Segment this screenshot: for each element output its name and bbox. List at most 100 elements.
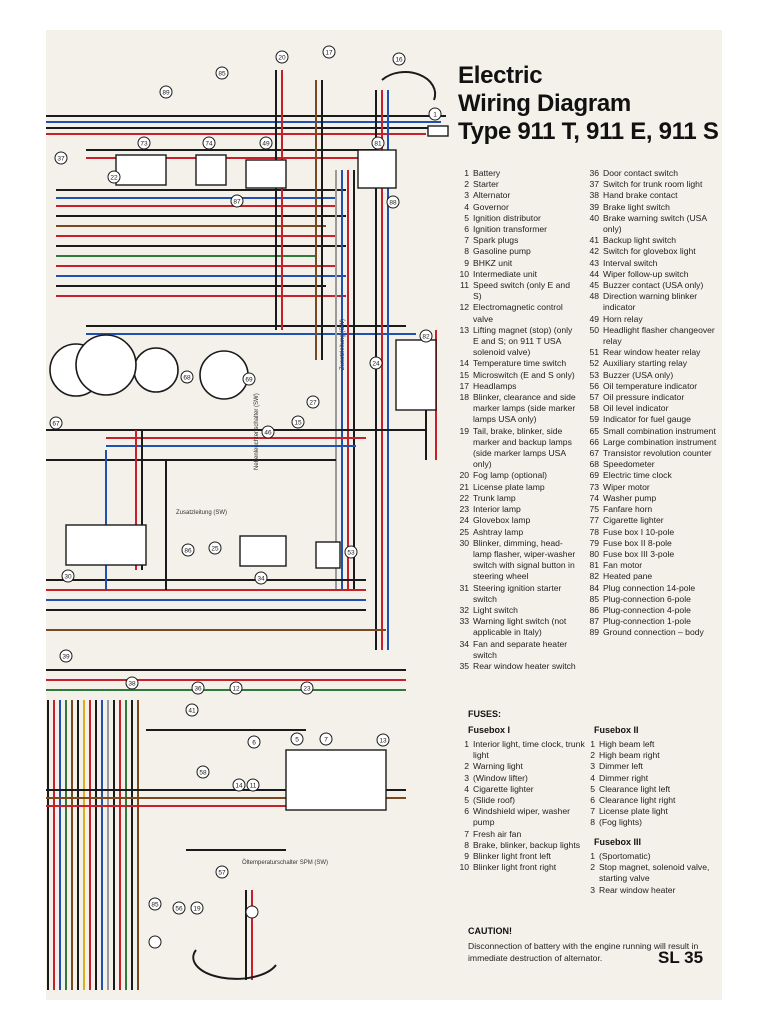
callout-number: 34	[257, 576, 265, 583]
legend-col1-item-label: Governor	[473, 201, 509, 212]
title-line-2: Wiring Diagram	[458, 90, 631, 117]
fusebox1-item-label: Windshield wiper, washer pump	[473, 806, 570, 828]
fusebox1-item-label: Interior light, time clock, trunk light	[473, 739, 585, 761]
callout-number: 82	[422, 334, 430, 341]
legend-col2-item-label: Wiper motor	[603, 481, 650, 492]
fusebox2-item-label: License plate light	[599, 806, 668, 817]
legend-col2-item-number: 82	[589, 571, 599, 582]
callout-number: 14	[235, 783, 243, 790]
fuses-heading: FUSES:	[468, 709, 502, 719]
legend-col2-item-label: Horn relay	[603, 313, 643, 324]
legend-col1-item-number: 35	[459, 660, 469, 671]
fusebox1-item-label: Warning light	[473, 761, 523, 772]
component-81	[357, 149, 397, 189]
legend-col2-item-label: Oil pressure indicator	[603, 392, 685, 403]
side-label-d: Öltemperaturschalter SPM (SW)	[242, 860, 329, 866]
fusebox3-item: 1(Sportomatic)	[576, 851, 716, 862]
callout-number: 58	[199, 770, 207, 777]
callout-number: 12	[232, 686, 240, 693]
callout-number: 6	[252, 740, 256, 747]
legend-col2-item-number: 81	[589, 560, 599, 571]
legend-col1-item-number: 8	[464, 246, 469, 257]
side-label-c: Zusatzleitung (SW)	[340, 318, 346, 370]
component-53	[315, 541, 341, 569]
legend-col2-item-number: 80	[589, 548, 599, 559]
legend-col1-item-label: Ignition transformer	[473, 224, 548, 235]
legend-col1-item-label: Ignition distributor	[473, 212, 541, 223]
legend-col2-item-label: Heated pane	[603, 571, 653, 582]
legend-col2-item: 44 Wiper follow-up switch	[580, 269, 720, 280]
legend-col1-item-label: Spark plugs	[473, 235, 519, 246]
fusebox1-item-number: 7	[464, 828, 469, 839]
legend-col2-item-number: 40	[589, 212, 599, 223]
legend-col2-item-label: Cigarette lighter	[603, 515, 664, 526]
fusebox1-item-number: 9	[464, 851, 469, 862]
legend-col2-item-label: Fuse box II 8-pole	[603, 537, 672, 548]
legend-col2-item-number: 79	[589, 537, 599, 548]
fusebox3-item-label: (Sportomatic)	[599, 851, 651, 861]
legend-col2-item-label: Wiper follow-up switch	[603, 268, 689, 279]
callout-number: 39	[62, 654, 70, 661]
legend-col1-item-label: Microswitch (E and S only)	[473, 369, 575, 380]
legend-col1-item: 11 Speed switch (only E and S)	[450, 280, 580, 302]
callout-number: 24	[372, 361, 380, 368]
callout-number: 1	[433, 112, 437, 119]
legend-col2-item-label: Switch for glovebox light	[603, 246, 696, 257]
legend-col1-item-number: 20	[459, 470, 469, 481]
legend-col2-item-number: 57	[589, 392, 599, 403]
legend-col1-item-number: 11	[460, 280, 469, 291]
fusebox2-item-number: 2	[590, 750, 595, 761]
legend-col2-item-number: 44	[589, 268, 599, 279]
callout-number: 27	[309, 400, 317, 407]
fusebox2-item-label: Clearance light right	[599, 795, 676, 806]
callout-number: 20	[278, 55, 286, 62]
legend-col2-item-label: Oil level indicator	[603, 403, 669, 414]
legend-col2-item-number: 86	[589, 604, 599, 615]
callout-number: 37	[57, 156, 65, 163]
legend-col2-item-label: Fuse box I 10-pole	[603, 526, 675, 537]
legend-col1-item-label: Interior lamp	[473, 504, 521, 515]
legend-col2-item-label: Hand brake contact	[603, 190, 678, 201]
callout-number: 74	[205, 141, 213, 148]
legend-col2-item-number: 38	[589, 190, 599, 201]
caution-text: Disconnection of battery with the engine…	[468, 941, 699, 963]
legend-col1-item-label: Rear window heater switch	[473, 660, 576, 671]
legend-col1-item: 35 Rear window heater switch	[450, 661, 580, 672]
legend-col1-item-label: BHKZ unit	[473, 257, 513, 268]
legend-col1-item-number: 12	[459, 302, 469, 313]
legend-col1-item-label: Steering ignition starter switch	[473, 582, 562, 604]
fusebox1-item: 3(Window lifter)	[450, 773, 590, 784]
legend-col2-item-label: Backup light switch	[603, 235, 677, 246]
legend-col2-item-number: 43	[589, 257, 599, 268]
legend-col1-item-label: Speed switch (only E and S)	[473, 280, 570, 302]
callout-number: 22	[110, 175, 118, 182]
legend-col2-item-label: Brake light switch	[603, 201, 670, 212]
legend-col2-item-number: 73	[589, 481, 599, 492]
component-73	[115, 154, 167, 186]
callout-number: 87	[233, 199, 241, 206]
component-49	[245, 159, 287, 189]
gauge-68	[199, 350, 249, 400]
